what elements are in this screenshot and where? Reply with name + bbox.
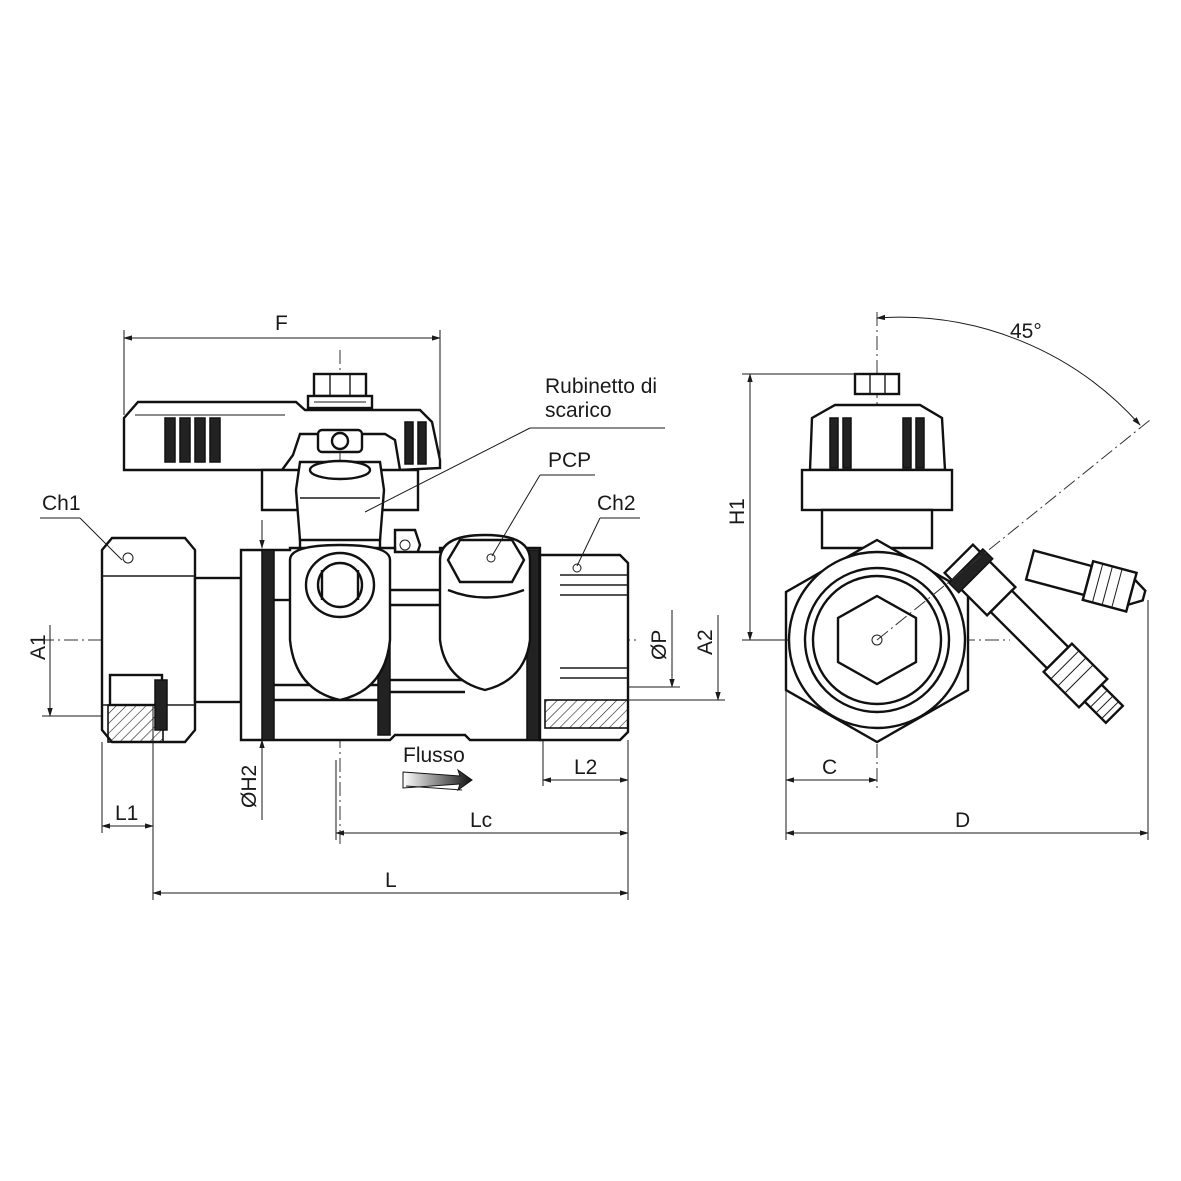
- side-view: Flusso F Rubinetto di scarico PCP Ch1: [27, 312, 725, 900]
- svg-text:C: C: [822, 756, 837, 779]
- svg-text:Ch2: Ch2: [597, 492, 636, 515]
- dim-l1: L1: [101, 705, 154, 900]
- drain-inlet: [288, 543, 392, 702]
- pcp-plug: [438, 533, 532, 692]
- connector-tail: [193, 576, 243, 704]
- dim-f: F: [123, 312, 441, 460]
- dim-angle-45: 45°: [876, 314, 1141, 426]
- stem-nut: [306, 372, 374, 410]
- svg-text:scarico: scarico: [545, 399, 612, 422]
- dim-a1: A1: [27, 625, 102, 717]
- svg-text:45°: 45°: [1010, 320, 1042, 343]
- side-nipple: [1024, 549, 1147, 613]
- dim-h1: H1: [726, 373, 860, 641]
- dim-h2: ØH2: [238, 520, 265, 820]
- dim-c: C: [785, 690, 878, 840]
- svg-text:Ch1: Ch1: [42, 492, 81, 515]
- lever-handle: [122, 400, 442, 472]
- svg-text:Lc: Lc: [470, 809, 492, 832]
- svg-text:F: F: [275, 312, 288, 335]
- dim-l2: L2: [542, 740, 629, 900]
- svg-text:ØH2: ØH2: [238, 765, 261, 808]
- leader-pcp: PCP: [491, 449, 595, 557]
- svg-text:A2: A2: [694, 629, 717, 655]
- flow-label: Flusso: [403, 744, 465, 767]
- svg-text:L1: L1: [115, 802, 138, 825]
- svg-text:Rubinetto di: Rubinetto di: [545, 375, 657, 398]
- dim-p: ØP: [628, 610, 680, 688]
- threaded-end-ch2: [538, 553, 630, 742]
- angled-axis-line: [876, 419, 1151, 641]
- dim-l: L: [152, 869, 629, 896]
- dim-d: D: [785, 600, 1149, 840]
- svg-text:L2: L2: [574, 756, 597, 779]
- svg-text:D: D: [955, 809, 970, 832]
- angled-port: [942, 542, 1125, 725]
- svg-text:A1: A1: [27, 634, 50, 660]
- flow-arrow: [402, 768, 473, 792]
- drain-tap: [294, 428, 386, 542]
- leader-ch1: Ch1: [40, 492, 123, 561]
- dim-lc: Lc: [335, 760, 629, 840]
- leader-rubinetto: Rubinetto di scarico: [364, 375, 665, 513]
- leader-ch2: Ch2: [576, 492, 640, 567]
- union-nut-ch1: [100, 536, 197, 744]
- svg-text:H1: H1: [726, 498, 749, 525]
- svg-text:PCP: PCP: [548, 449, 591, 472]
- end-view: 45° H1 C D: [726, 312, 1151, 840]
- dim-a2: A2: [628, 615, 725, 701]
- end-top-cap: [800, 372, 954, 550]
- svg-text:L: L: [385, 869, 397, 892]
- svg-text:ØP: ØP: [648, 630, 671, 660]
